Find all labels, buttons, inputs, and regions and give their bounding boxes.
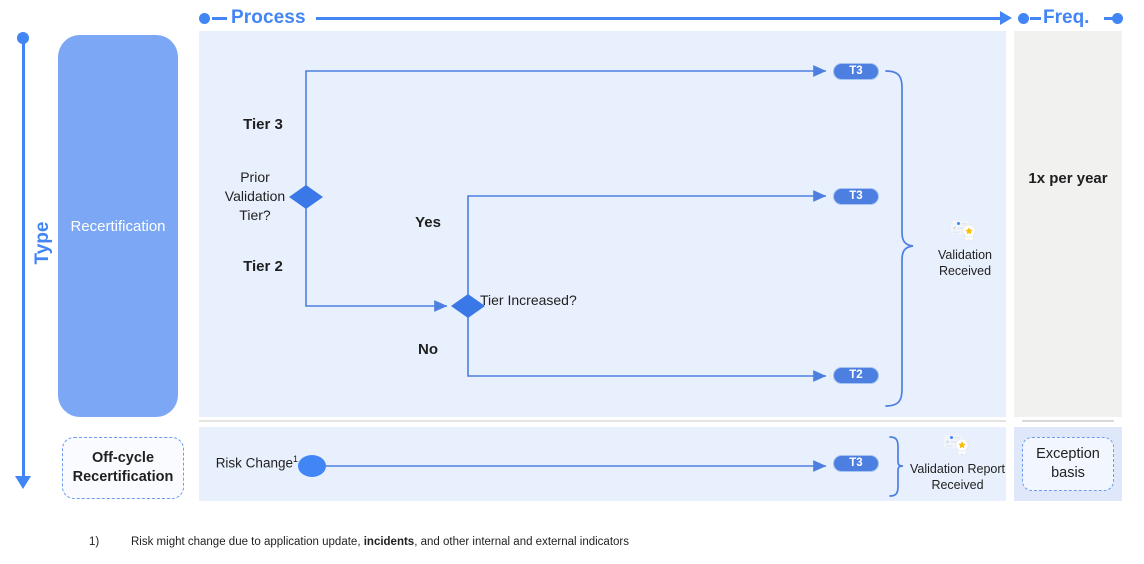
outcome-validation-received-label: Validation Received xyxy=(938,248,992,278)
footnote-text-after: , and other internal and external indica… xyxy=(414,536,630,548)
process-panel-recertification xyxy=(199,31,1006,417)
certificate-badge-icon xyxy=(951,221,976,243)
label-prior-validation-tier: Prior Validation Tier? xyxy=(224,169,286,223)
freq-panel-recertification xyxy=(1014,31,1122,417)
tier-pill-top[interactable]: T3 xyxy=(833,63,879,80)
tier-pill-yes[interactable]: T3 xyxy=(833,188,879,205)
risk-change-footnote-marker: 1 xyxy=(292,454,298,464)
freq-axis-right-dot xyxy=(1112,13,1123,24)
tier-pill-no[interactable]: T2 xyxy=(833,367,879,384)
label-branch-no: No xyxy=(418,341,438,358)
process-axis-label: Process xyxy=(231,7,306,28)
start-node-risk-change[interactable] xyxy=(298,455,326,477)
process-axis-stub xyxy=(212,17,227,20)
footnote-text: Risk might change due to application upd… xyxy=(131,536,629,548)
freq-divider xyxy=(1022,420,1114,422)
outcome-validation-report-received: Validation Report Received xyxy=(895,432,1020,493)
freq-value-recertification: 1x per year xyxy=(1028,170,1108,187)
type-axis-start-dot xyxy=(17,32,29,44)
label-risk-change: Risk Change1 xyxy=(206,454,298,471)
label-branch-tier2: Tier 2 xyxy=(243,258,283,275)
outcome-validation-received: Validation Received xyxy=(915,218,1015,279)
panel-divider xyxy=(199,420,1006,422)
tier-pill-offcycle[interactable]: T3 xyxy=(833,455,879,472)
card-recertification[interactable]: Recertification xyxy=(58,35,178,417)
freq-axis-label: Freq. xyxy=(1043,7,1090,28)
type-axis-line xyxy=(21,42,25,479)
type-axis-arrow-icon xyxy=(15,476,31,489)
freq-axis-left-dot xyxy=(1018,13,1029,24)
risk-change-text: Risk Change xyxy=(215,455,293,471)
footnote-text-before: Risk might change due to application upd… xyxy=(131,536,364,548)
process-axis-line xyxy=(316,17,1006,20)
freq-axis-left-stub xyxy=(1030,17,1041,20)
outcome-validation-report-received-label: Validation Report Received xyxy=(910,462,1005,492)
certificate-badge-icon xyxy=(943,435,969,457)
process-axis-arrow-icon xyxy=(1000,11,1012,25)
card-offcycle-recertification[interactable]: Off-cycle Recertification xyxy=(62,437,184,499)
type-axis-label: Type xyxy=(32,221,53,265)
label-branch-tier3: Tier 3 xyxy=(243,116,283,133)
footnote-number: 1) xyxy=(89,536,100,548)
label-tier-increased: Tier Increased? xyxy=(480,292,577,308)
freq-axis-right-stub xyxy=(1104,17,1114,20)
footnote-text-bold: incidents xyxy=(363,536,415,548)
freq-value-offcycle[interactable]: Exception basis xyxy=(1022,437,1114,491)
label-branch-yes: Yes xyxy=(415,214,441,231)
process-axis-start-dot xyxy=(199,13,210,24)
